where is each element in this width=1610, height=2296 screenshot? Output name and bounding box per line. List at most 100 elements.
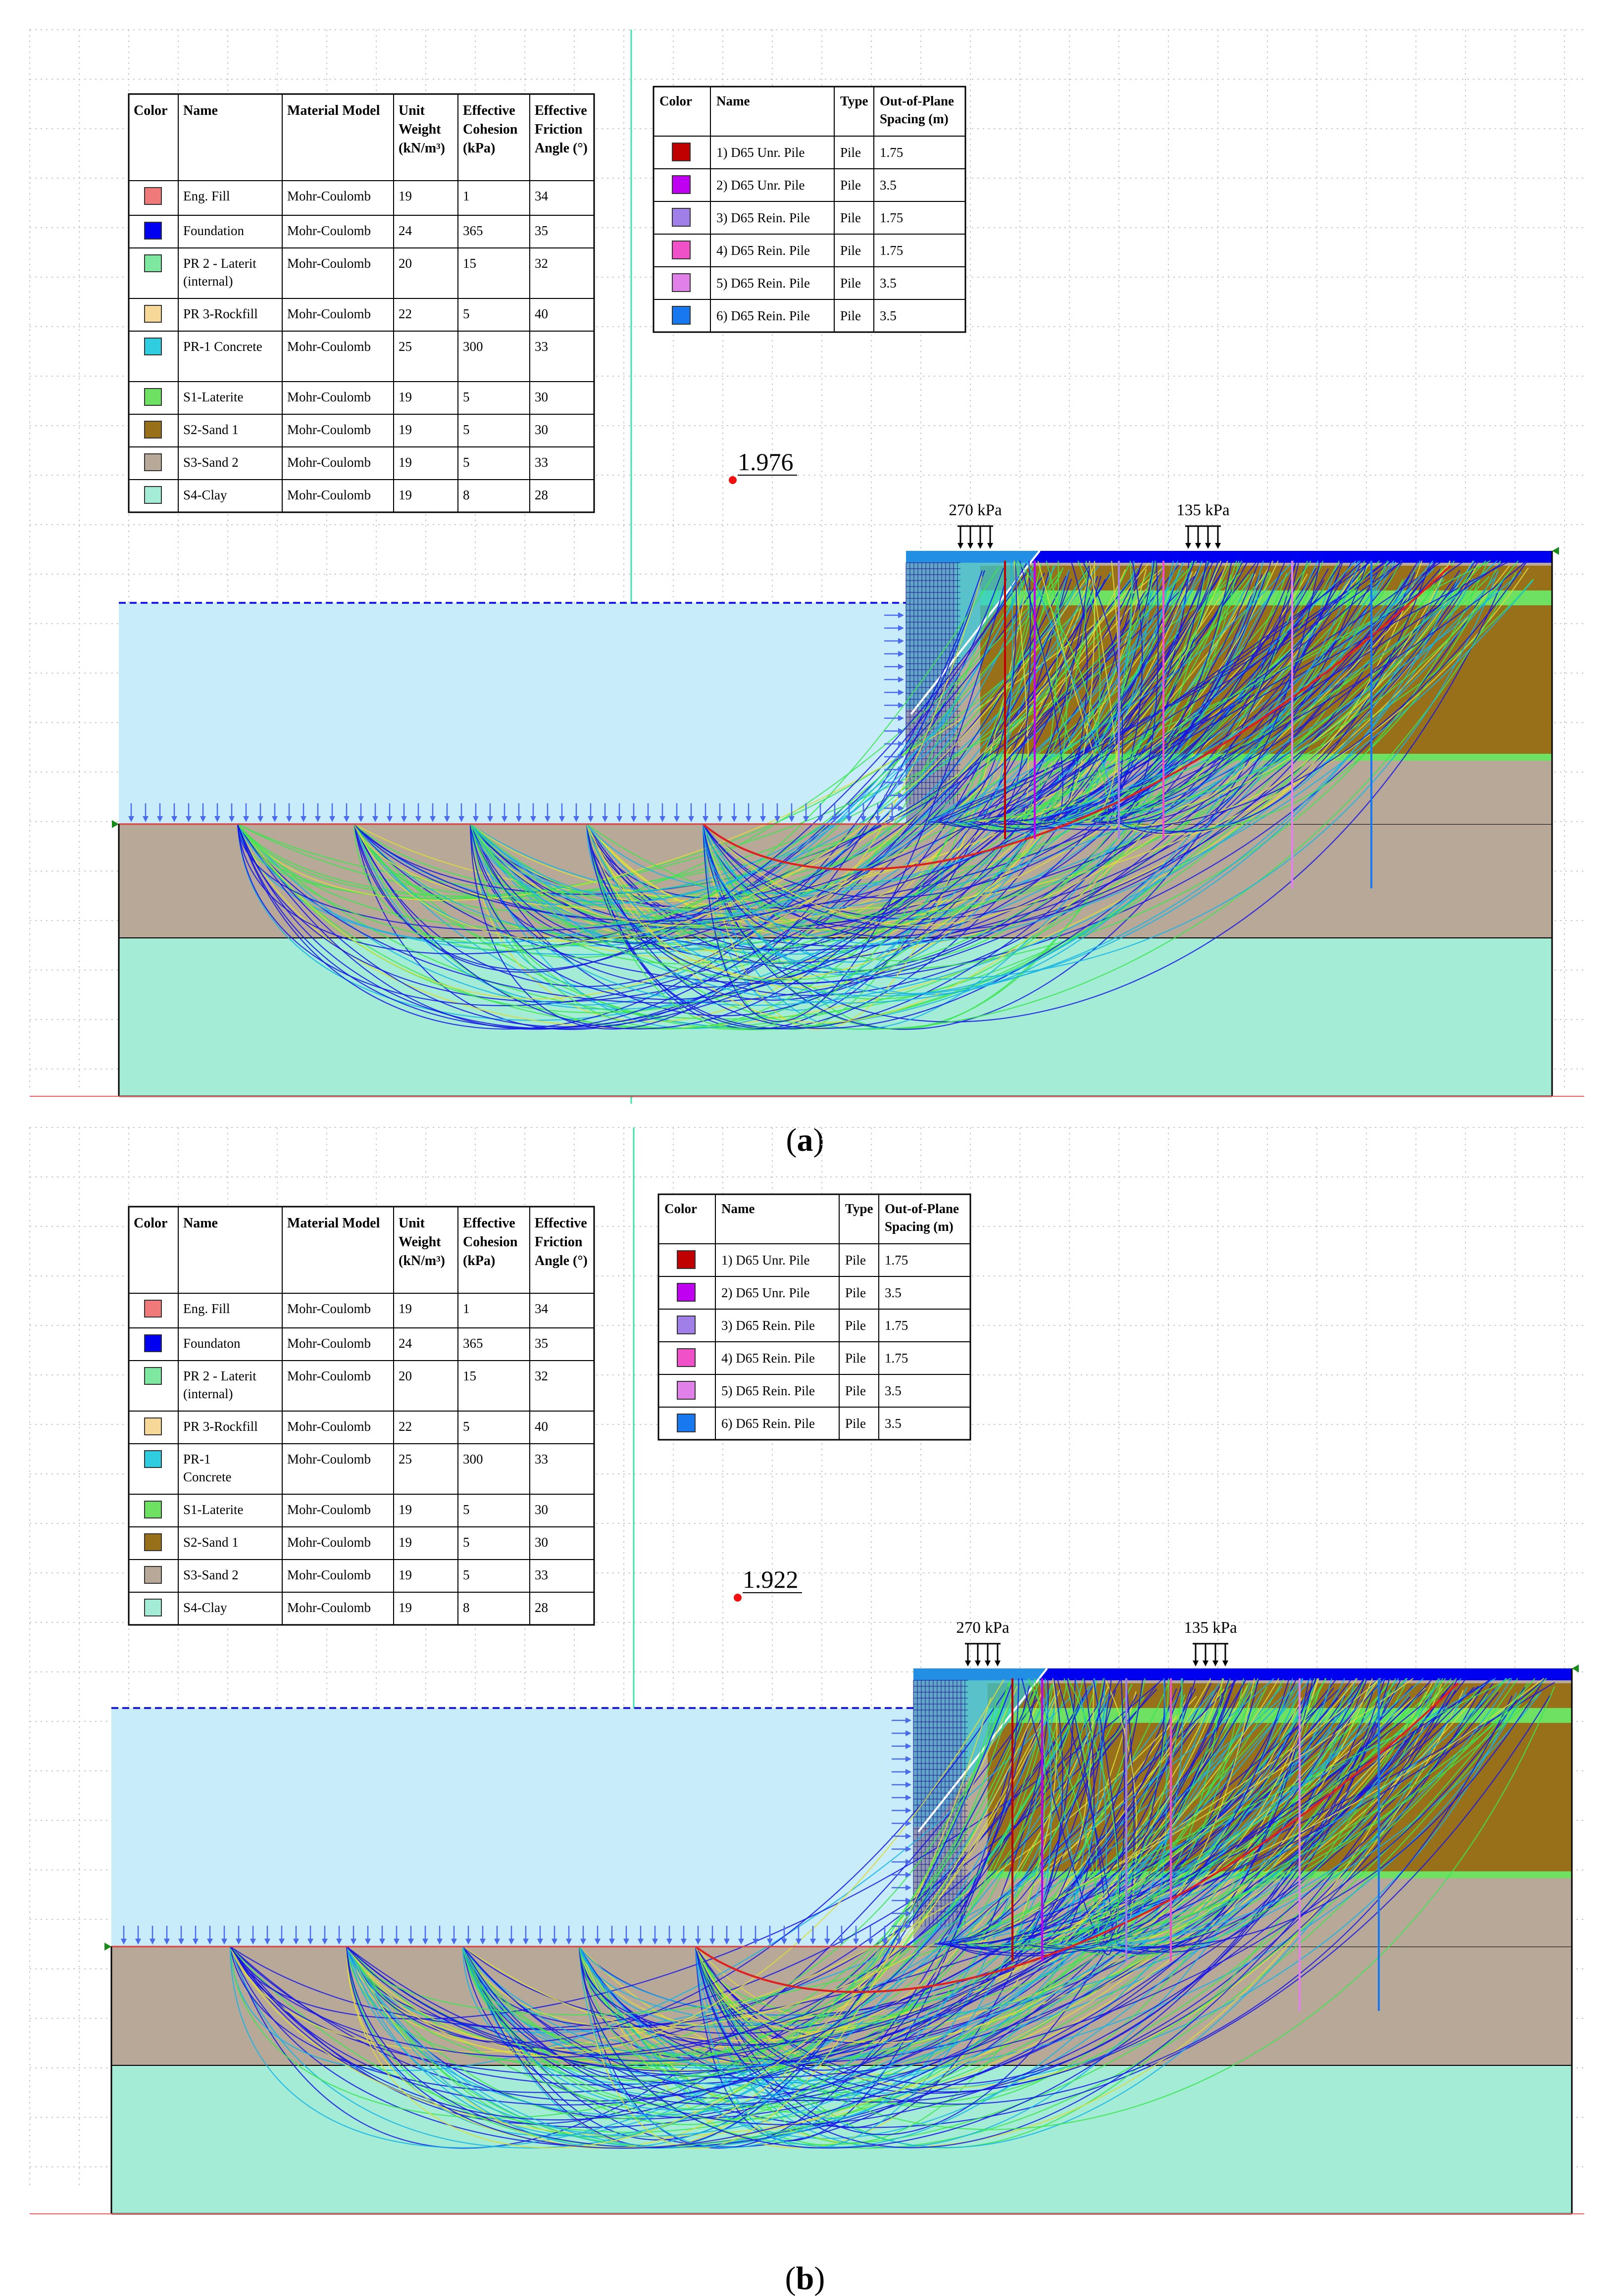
material-cohesion: 8 <box>463 1600 470 1615</box>
slip-surface <box>999 560 1203 822</box>
slip-surface <box>1112 560 1324 822</box>
pressure-arrowhead <box>846 816 852 822</box>
slip-surface <box>1041 560 1208 823</box>
table-header-cell: Cohesion <box>463 1234 518 1250</box>
slip-surface <box>1117 1678 1386 1949</box>
pressure-arrowhead <box>171 816 177 822</box>
slip-surface <box>237 579 1534 897</box>
piles-table-border <box>653 86 966 333</box>
pile-type: Pile <box>845 1318 866 1333</box>
surcharge-load-270: 270 kPa <box>956 1619 1009 1666</box>
slip-surface <box>1092 1678 1396 1945</box>
material-color-swatch <box>144 1599 162 1616</box>
slip-surface <box>578 1697 992 2149</box>
pile-name: 1) D65 Unr. Pile <box>716 145 805 160</box>
load-arrowhead <box>1205 543 1211 549</box>
pile-spacing: 1.75 <box>880 145 903 160</box>
pressure-arrowhead <box>322 1939 328 1945</box>
material-unit-weight: 19 <box>399 422 412 437</box>
material-friction: 30 <box>535 390 548 404</box>
pressure-arrowhead <box>898 702 904 708</box>
pressure-arrowhead <box>236 1939 242 1945</box>
material-name: PR 3-Rockfill <box>183 1419 258 1434</box>
pile-color-swatch <box>677 1250 696 1269</box>
slip-center-marker <box>729 476 737 484</box>
pressure-arrowhead <box>703 816 708 822</box>
table-header-cell: Type <box>845 1201 873 1216</box>
material-friction: 34 <box>535 189 549 203</box>
material-model: Mohr-Coulomb <box>287 339 371 354</box>
pile-name: 5) D65 Rein. Pile <box>716 276 810 291</box>
slip-surface <box>1062 560 1088 822</box>
material-model: Mohr-Coulomb <box>287 306 371 321</box>
pile-type: Pile <box>845 1351 866 1366</box>
slip-surface <box>1071 560 1308 823</box>
slip-surface <box>973 1678 1104 1945</box>
slip-surface <box>1028 1678 1099 1945</box>
pile-color-swatch <box>672 208 691 227</box>
material-color-swatch <box>144 421 162 439</box>
slip-surface <box>586 571 1197 922</box>
load-arrowhead <box>1212 1661 1218 1666</box>
pile-color-swatch <box>677 1348 696 1367</box>
material-name: S4-Clay <box>183 488 227 502</box>
material-friction: 35 <box>535 1336 548 1351</box>
table-header-cell: Spacing (m) <box>885 1219 954 1234</box>
slip-surface <box>1010 1678 1052 1945</box>
material-unit-weight: 20 <box>399 1368 412 1383</box>
pressure-arrowhead <box>906 1756 911 1762</box>
pressure-arrowhead <box>250 1939 256 1945</box>
slip-surface <box>353 565 1034 958</box>
factor-of-safety: 1.976 <box>738 448 794 476</box>
pressure-arrowhead <box>882 1939 888 1945</box>
pressure-arrowhead <box>906 1717 911 1723</box>
slip-surface <box>346 1688 1157 2029</box>
table-header-cell: Material Model <box>287 103 380 118</box>
table-header-cell: Color <box>134 103 167 118</box>
slip-surface <box>695 1689 1232 2136</box>
pressure-arrowhead <box>150 1939 155 1945</box>
pressure-arrowhead <box>638 1939 644 1945</box>
material-cohesion: 300 <box>463 339 483 354</box>
slip-surface <box>1022 560 1088 822</box>
slip-surface <box>703 570 1460 920</box>
load-arrowhead <box>1222 1661 1228 1666</box>
material-name: S3-Sand 2 <box>183 455 239 470</box>
materials-table-border <box>128 93 595 513</box>
material-friction: 28 <box>535 488 548 502</box>
slip-surface <box>229 1690 1214 2149</box>
pile-type: Pile <box>840 243 861 258</box>
slip-surface <box>346 1690 1294 2015</box>
load-arrowhead <box>985 1661 991 1666</box>
material-name: PR 2 - Laterit <box>183 1368 256 1383</box>
slip-surface <box>1112 560 1477 823</box>
panel-label-close: ) <box>813 1122 824 1158</box>
pressure-arrowhead <box>853 1939 859 1945</box>
pressure-arrowhead <box>652 1939 658 1945</box>
pressure-arrowhead <box>898 780 904 785</box>
pile-spacing: 1.75 <box>880 243 903 258</box>
pressure-arrowhead <box>810 1939 816 1945</box>
table-header-cell: Material Model <box>287 1216 380 1231</box>
slip-surface <box>346 1692 1315 2116</box>
slip-surface <box>1054 1678 1441 1947</box>
material-friction: 30 <box>535 1502 548 1517</box>
slip-surface <box>939 1678 1230 1946</box>
slip-surface <box>229 1696 1040 2149</box>
critical-slip-surface <box>702 565 1452 871</box>
slip-surface <box>578 1691 1542 2026</box>
pile-type: Pile <box>840 145 861 160</box>
table-header-cell: Name <box>183 103 218 118</box>
pressure-arrowhead <box>487 816 493 822</box>
pressure-arrowhead <box>430 816 436 822</box>
material-unit-weight: 19 <box>399 189 412 203</box>
piles-table-border <box>657 1193 971 1441</box>
material-friction: 32 <box>535 256 548 271</box>
material-color-swatch <box>144 1533 162 1551</box>
slip-surface <box>346 1679 1005 2056</box>
pressure-arrowhead <box>135 1939 141 1945</box>
pressure-arrowhead <box>164 1939 170 1945</box>
slip-surface <box>1047 560 1403 822</box>
